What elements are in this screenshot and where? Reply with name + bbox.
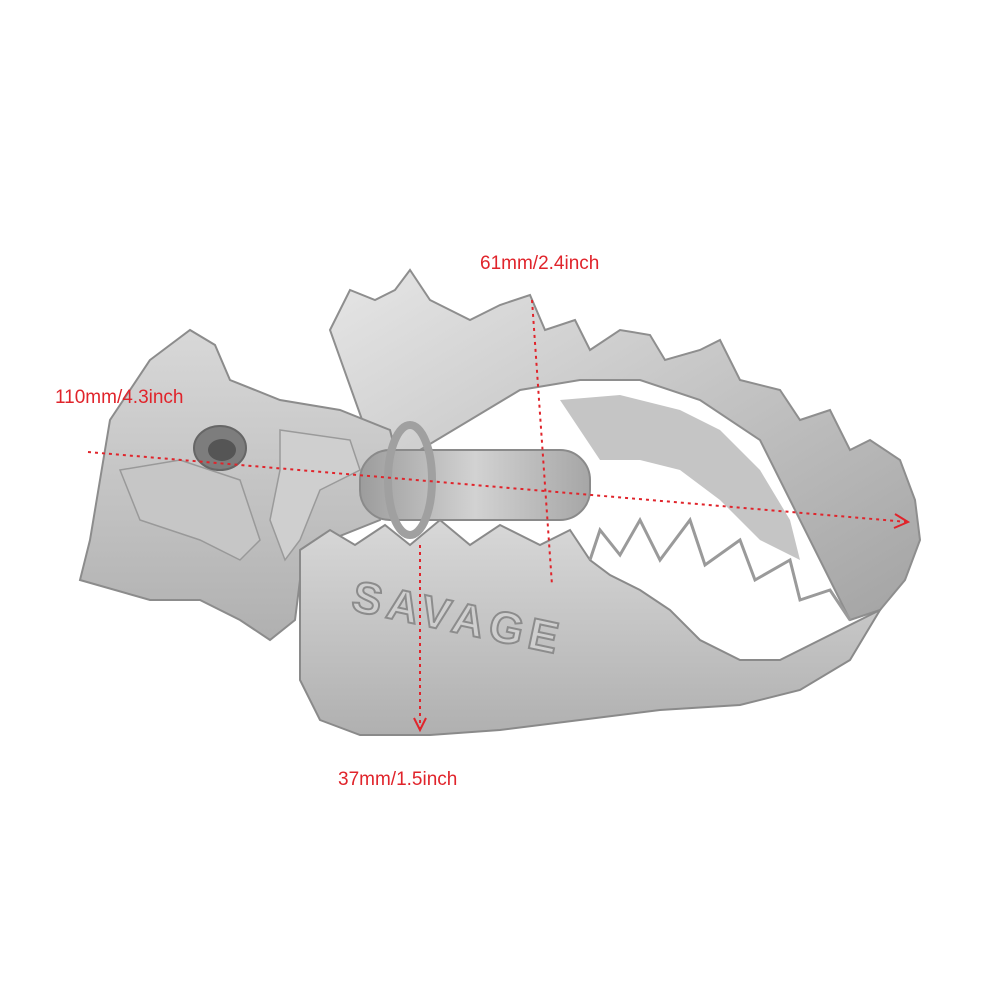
width-dimension-label: 61mm/2.4inch — [480, 253, 600, 274]
length-dimension-label: 110mm/4.3inch — [55, 387, 184, 408]
rear-serrated-plate — [328, 268, 922, 622]
front-teeth — [588, 516, 852, 621]
height-dimension-label: 37mm/1.5inch — [338, 769, 458, 790]
bolt-hole-inner — [208, 439, 236, 461]
